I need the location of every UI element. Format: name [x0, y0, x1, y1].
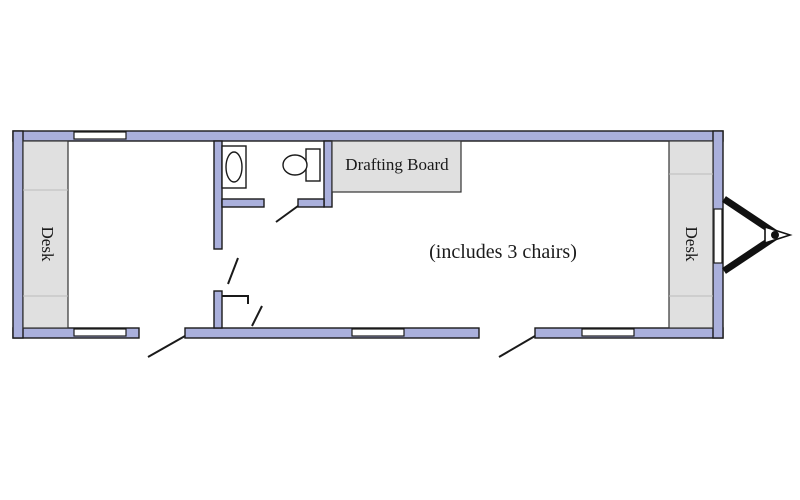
window-top: [73, 131, 127, 140]
window-right: [713, 208, 723, 264]
bathroom-right-wall: [323, 140, 333, 208]
bathroom-left-wall: [213, 140, 223, 250]
desk-left-label: Desk: [38, 227, 57, 262]
closet-door-swing-icon: [251, 305, 263, 327]
drafting-board: Drafting Board: [331, 140, 462, 193]
toilet-tank-icon: [305, 148, 321, 182]
sink-basin-icon: [225, 151, 243, 183]
doors: [147, 205, 536, 358]
bathroom-bottom-wall-right: [297, 198, 325, 208]
closet-door-icon: [222, 295, 249, 304]
left-wall: [12, 130, 24, 339]
drafting-board-surface: [331, 140, 462, 193]
window-bottom-middle: [351, 328, 405, 337]
entry-door-right-icon: [498, 335, 536, 358]
desk-right-label: Desk: [682, 227, 701, 262]
desk-left-surface: [22, 140, 69, 329]
desk-right: Desk: [668, 140, 714, 329]
desk-right-surface: [668, 140, 714, 329]
interior-door-icon: [227, 257, 239, 285]
windows: [73, 131, 723, 337]
hitch-ball-icon: [771, 231, 779, 239]
window-bottom-left: [73, 328, 127, 337]
entry-door-left-icon: [147, 335, 186, 358]
bathroom-bottom-wall-left: [221, 198, 265, 208]
bathroom-fixtures: [221, 145, 321, 189]
window-bottom-right: [581, 328, 635, 337]
bathroom-door-icon: [275, 205, 299, 223]
desk-left: Desk: [22, 140, 69, 329]
bottom-wall-middle: [184, 327, 480, 339]
drafting-board-label: Drafting Board: [345, 155, 449, 174]
trailer-hitch: [722, 196, 793, 274]
closet-wall: [213, 290, 223, 329]
chairs-note: (includes 3 chairs): [429, 241, 577, 263]
toilet-bowl-icon: [282, 154, 308, 176]
